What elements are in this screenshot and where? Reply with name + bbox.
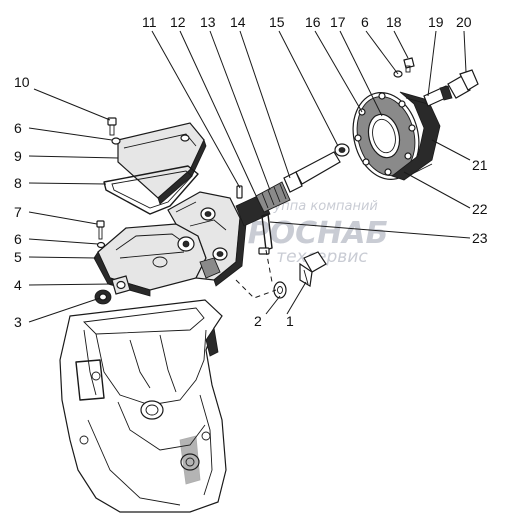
callout-1: 1 [286, 313, 294, 329]
callout-21: 21 [472, 157, 488, 173]
flange-assembly [352, 91, 441, 181]
callout-20: 20 [456, 14, 472, 30]
washer-6-top [111, 137, 121, 145]
callout-18: 18 [386, 14, 402, 30]
watermark-line-3: техсервис [276, 247, 368, 267]
callout-13: 13 [200, 14, 216, 30]
callout-6a: 6 [14, 231, 22, 247]
leader-lines [28, 30, 471, 323]
callout-17: 17 [330, 14, 346, 30]
callout-7: 7 [14, 204, 22, 220]
callout-10: 10 [14, 74, 30, 90]
callout-12: 12 [170, 14, 186, 30]
washer-6-left [96, 241, 106, 249]
callout-9: 9 [14, 148, 22, 164]
bolt-7 [96, 220, 105, 240]
bolt-10 [107, 117, 117, 136]
callout-19: 19 [428, 14, 444, 30]
rod-19 [423, 85, 453, 107]
assembly-path-upper [265, 249, 273, 283]
dowel-pin [236, 185, 243, 199]
bolt-18 [403, 57, 415, 73]
callout-14: 14 [230, 14, 246, 30]
callout-6b: 6 [14, 120, 22, 136]
top-cover [117, 122, 207, 205]
fitting-4 [111, 275, 131, 295]
gearbox-housing [59, 299, 227, 513]
callout-2: 2 [254, 313, 262, 329]
bolt-20 [447, 69, 479, 99]
callout-5: 5 [14, 249, 22, 265]
callout-15: 15 [269, 14, 285, 30]
callout-labels: 1 2 3 4 5 6 7 8 9 6 10 11 12 13 14 15 16… [14, 14, 488, 330]
bolt-1 [299, 251, 327, 287]
watermark-line-1: Группа компаний [258, 199, 378, 214]
callout-4: 4 [14, 277, 22, 293]
assembly-path-lower [235, 279, 277, 299]
callout-22: 22 [472, 201, 488, 217]
washer-2 [273, 281, 287, 299]
nut-3 [94, 289, 112, 305]
shaft-assembly [235, 143, 350, 227]
top-cover-gasket [103, 165, 199, 215]
callout-23: 23 [472, 230, 488, 246]
callout-11: 11 [142, 14, 157, 30]
callout-16: 16 [305, 14, 321, 30]
flange-bolt-holes [354, 92, 416, 176]
callout-6c: 6 [361, 14, 369, 30]
callout-3: 3 [14, 314, 22, 330]
callout-8: 8 [14, 175, 22, 191]
